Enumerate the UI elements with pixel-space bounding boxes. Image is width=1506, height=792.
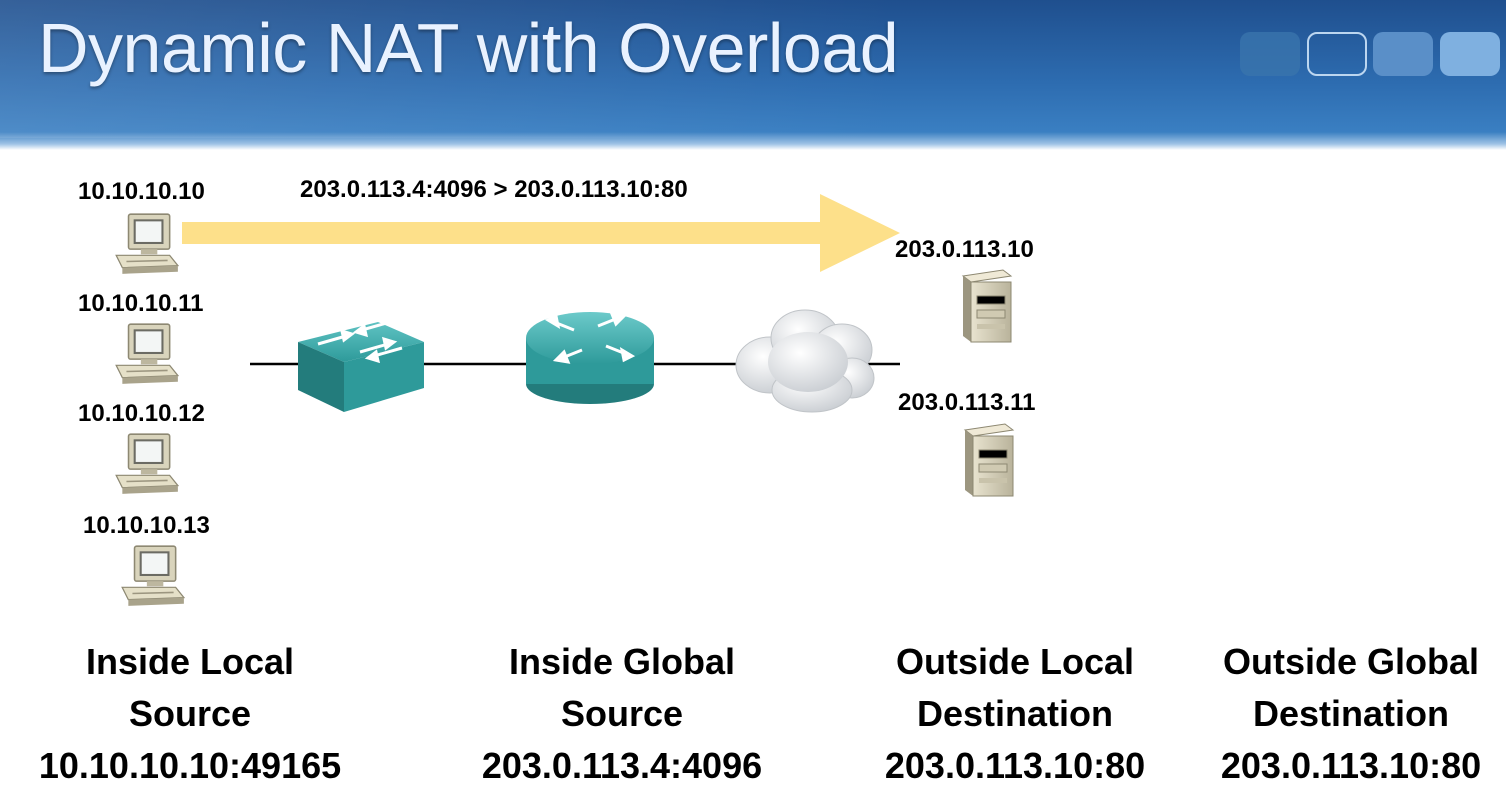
router-icon	[526, 312, 654, 404]
server-icon	[962, 269, 1012, 343]
host-ip: 10.10.10.12	[78, 400, 205, 427]
pc-icon	[121, 545, 185, 607]
server-icon	[964, 423, 1014, 497]
pc-icon	[115, 433, 179, 495]
host-ip: 10.10.10.11	[78, 290, 204, 317]
column-title: Inside Local	[85, 641, 295, 682]
slide-title: Dynamic NAT with Overload	[38, 9, 899, 87]
nat-column-outside-global: Outside Global Destination 203.0.113.10:…	[1196, 636, 1506, 792]
host-ip: 10.10.10.13	[83, 512, 210, 539]
server-ip: 203.0.113.10	[895, 236, 1034, 263]
nat-column-inside-global: Inside Global Source 203.0.113.4:4096	[452, 636, 792, 792]
header-decoration	[1373, 32, 1433, 76]
column-subtitle: Source	[128, 693, 252, 734]
column-title: Outside Local	[895, 641, 1135, 682]
column-title: Outside Global	[1222, 641, 1480, 682]
flow-arrow	[182, 194, 900, 272]
pc-icon	[115, 213, 179, 275]
server-ip: 203.0.113.11	[898, 389, 1036, 416]
pc-icon	[115, 323, 179, 385]
column-address: 203.0.113.10:80	[884, 745, 1146, 786]
column-address: 203.0.113.4:4096	[481, 745, 763, 786]
column-subtitle: Source	[560, 693, 684, 734]
nat-column-outside-local: Outside Local Destination 203.0.113.10:8…	[852, 636, 1178, 792]
switch-icon	[298, 320, 424, 412]
host-ip: 10.10.10.10	[78, 178, 205, 205]
cloud-icon	[735, 309, 875, 413]
header-decoration	[1240, 32, 1300, 76]
column-title: Inside Global	[508, 641, 736, 682]
column-address: 203.0.113.10:80	[1220, 745, 1482, 786]
column-subtitle: Destination	[1252, 693, 1449, 734]
nat-column-inside-local: Inside Local Source 10.10.10.10:49165	[20, 636, 360, 792]
column-subtitle: Destination	[916, 693, 1113, 734]
header-decoration	[1440, 32, 1500, 76]
flow-label: 203.0.113.4:4096 > 203.0.113.10:80	[300, 176, 688, 203]
header-decoration	[1307, 32, 1367, 76]
column-address: 10.10.10.10:49165	[38, 745, 342, 786]
